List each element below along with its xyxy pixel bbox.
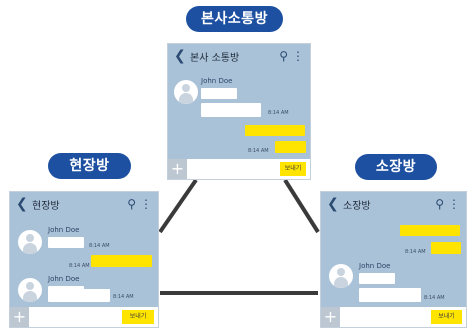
message-time: 8:14 AM <box>89 243 110 249</box>
sender-name: John Doe <box>48 275 80 283</box>
message-bubble-received <box>48 237 84 248</box>
label-top-room: 본사소통방 <box>186 6 283 32</box>
chat-header: ❮ 본사 소통방 ⚲ ⋮ <box>168 44 310 68</box>
message-time: 8:14 AM <box>113 294 134 300</box>
message-bubble-sent <box>275 141 306 153</box>
search-icon[interactable]: ⚲ <box>279 49 288 63</box>
message-time: 8:14 AM <box>405 249 426 255</box>
sender-name: John Doe <box>48 226 80 234</box>
chevron-left-icon[interactable]: ❮ <box>174 48 186 64</box>
avatar <box>18 230 42 254</box>
message-time: 8:14 AM <box>248 148 269 154</box>
sender-name: John Doe <box>359 262 391 270</box>
more-vertical-icon[interactable]: ⋮ <box>448 197 460 211</box>
message-time: 8:14 AM <box>268 110 289 116</box>
message-bubble-received <box>359 288 421 302</box>
chat-header: ❮ 현장방 ⚲ ⋮ <box>10 192 158 216</box>
line-top-to-left <box>158 178 198 234</box>
message-bubble-received <box>48 289 110 302</box>
chevron-left-icon[interactable]: ❮ <box>16 196 28 212</box>
message-bubble-sent <box>245 125 305 136</box>
search-icon[interactable]: ⚲ <box>435 197 444 211</box>
plus-icon[interactable]: + <box>321 307 340 327</box>
message-bubble-sent <box>400 225 460 236</box>
chat-title: 본사 소통방 <box>190 52 240 64</box>
chevron-left-icon[interactable]: ❮ <box>327 196 339 212</box>
sender-name: John Doe <box>201 77 233 85</box>
message-bubble-sent <box>431 242 461 254</box>
message-input-bar[interactable]: + 보내기 <box>10 307 158 327</box>
more-vertical-icon[interactable]: ⋮ <box>292 49 304 63</box>
message-input-bar[interactable]: + 보내기 <box>168 159 310 179</box>
message-bubble-received <box>201 88 237 99</box>
search-icon[interactable]: ⚲ <box>127 197 136 211</box>
message-bubble-received <box>201 103 261 117</box>
avatar <box>174 80 198 104</box>
line-top-to-right <box>283 178 320 234</box>
send-button[interactable]: 보내기 <box>431 310 462 324</box>
send-button[interactable]: 보내기 <box>122 310 154 324</box>
plus-icon[interactable]: + <box>168 159 187 179</box>
chat-header: ❮ 소장방 ⚲ ⋮ <box>321 192 466 216</box>
label-right-room: 소장방 <box>355 154 437 180</box>
chat-window-manager: ❮ 소장방 ⚲ ⋮ 8:14 AM John Doe 8:14 AM + 보내기 <box>320 191 467 328</box>
message-bubble-sent <box>91 255 152 267</box>
avatar <box>18 278 42 302</box>
chat-title: 소장방 <box>343 200 371 212</box>
message-input-bar[interactable]: + 보내기 <box>321 307 466 327</box>
more-vertical-icon[interactable]: ⋮ <box>140 197 152 211</box>
chat-window-site: ❮ 현장방 ⚲ ⋮ John Doe 8:14 AM 8:14 AM John … <box>9 191 159 328</box>
message-time: 8:14 AM <box>424 295 445 301</box>
label-left-room: 현장방 <box>48 153 131 179</box>
chat-title: 현장방 <box>32 200 60 212</box>
send-button[interactable]: 보내기 <box>280 162 306 176</box>
message-time: 8:14 AM <box>69 263 90 269</box>
message-bubble-received <box>359 273 395 284</box>
chat-window-hq: ❮ 본사 소통방 ⚲ ⋮ John Doe 8:14 AM 8:14 AM + … <box>167 43 311 180</box>
avatar <box>329 264 353 288</box>
plus-icon[interactable]: + <box>10 307 29 327</box>
